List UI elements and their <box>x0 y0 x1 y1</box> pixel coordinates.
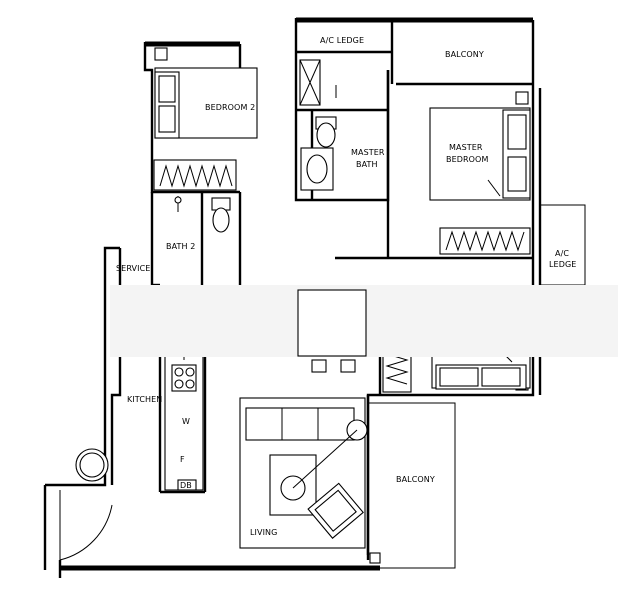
room-labels: A/C LEDGE BALCONY BEDROOM 2 MASTER BEDRO… <box>116 36 576 537</box>
label-master-bath-1: MASTER <box>351 148 385 157</box>
label-service: SERVICE <box>116 264 150 273</box>
label-fridge: F <box>180 455 185 464</box>
master-bath <box>299 59 337 191</box>
label-ac-right-1: A/C <box>555 249 569 258</box>
label-living: LIVING <box>250 528 277 537</box>
label-master-bath-2: BATH <box>356 160 378 169</box>
master-bedroom <box>429 107 531 255</box>
label-bath-2: BATH 2 <box>166 242 195 251</box>
label-balcony-bottom: BALCONY <box>396 475 435 484</box>
outer-walls <box>43 17 586 578</box>
label-balcony-top: BALCONY <box>445 50 484 59</box>
bath-2 <box>174 196 231 233</box>
label-kitchen: KITCHEN <box>127 395 162 404</box>
label-db: DB <box>180 481 192 490</box>
living-dining <box>110 285 618 549</box>
label-master-bedroom-2: BEDROOM <box>446 155 488 164</box>
label-ac-right-2: LEDGE <box>549 260 576 269</box>
label-master-bedroom-1: MASTER <box>449 143 483 152</box>
label-ac-ledge-top: A/C LEDGE <box>320 36 364 45</box>
label-washer: W <box>182 417 190 426</box>
label-bedroom-2: BEDROOM 2 <box>205 103 255 112</box>
bedroom-2 <box>153 67 258 191</box>
